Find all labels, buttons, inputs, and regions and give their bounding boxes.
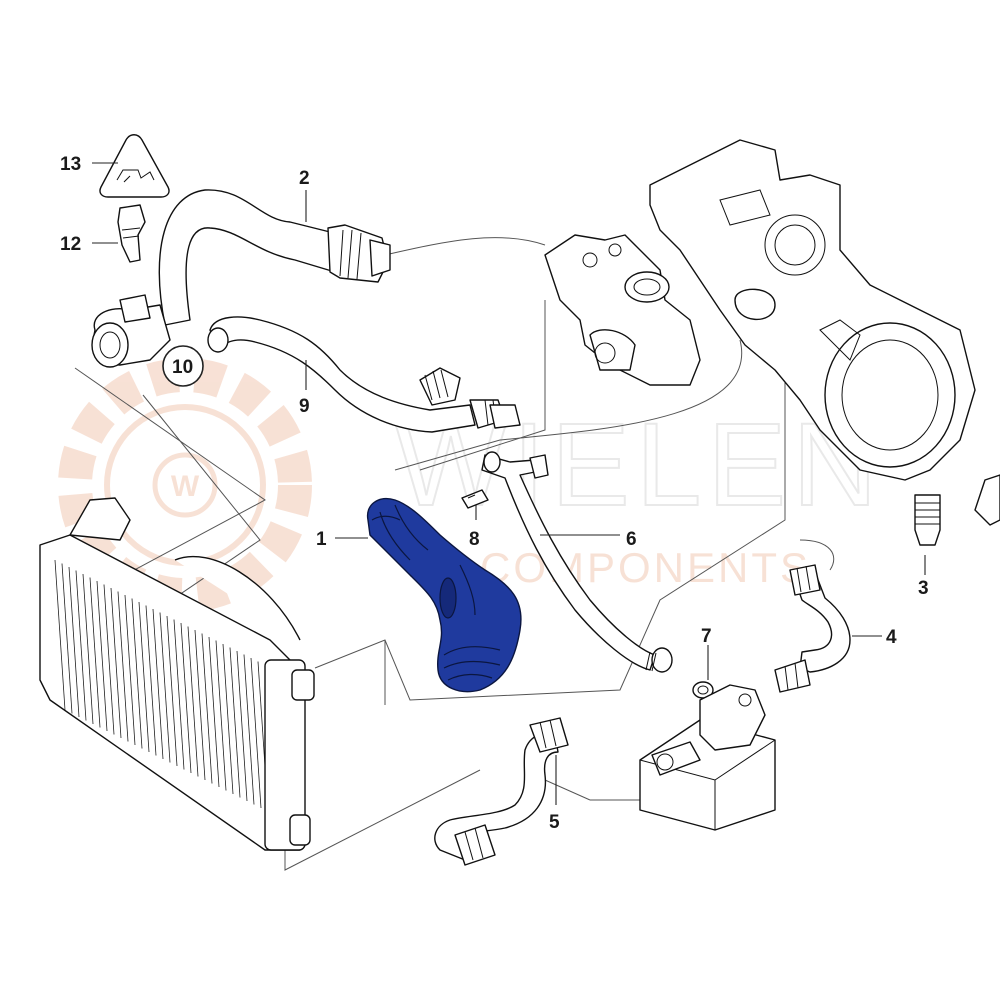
radiator-fin [222,643,234,795]
radiator-fin [145,605,157,756]
side-bracket [974,474,1000,526]
engine-front-cover [649,139,1000,526]
radiator-fin [68,566,80,718]
hose-2 [158,189,391,326]
radiator-fin [236,650,248,802]
callout-7: 7 [701,626,712,647]
watermark-logo-letter: W [171,470,200,503]
radiator-fin [54,559,66,711]
radiator-fin [215,640,227,791]
radiator-fin [96,580,108,732]
radiator-fin [117,591,129,742]
sensor-holder-flange [91,294,171,368]
callout-9: 9 [299,396,310,417]
warning-triangle-symbol [99,134,170,198]
callout-10: 10 [172,357,193,378]
radiator-fin [166,615,178,767]
radiator-fin [250,657,262,809]
radiator-fin [61,563,73,714]
callout-8: 8 [469,529,480,550]
radiator-fin [152,608,164,760]
callout-13: 13 [60,154,81,175]
bolt-8 [461,489,489,509]
watermark-subtitle: COMPONENTS [480,544,811,591]
radiator-expansion-cap [69,497,131,541]
radiator-fin [187,626,199,777]
radiator-fin [75,570,87,721]
callout-5: 5 [549,812,560,833]
radiator-fin [103,584,115,735]
callout-1: 1 [316,529,327,550]
callout-10-circle [162,345,204,387]
watermark-brand: WIELEN [395,399,883,531]
watermark: W WIELEN COMPONENTS [58,358,883,612]
leader-lines [92,162,926,805]
radiator-fin [82,573,94,725]
radiator-fin [124,594,136,746]
cover-gasket-ring [734,288,776,321]
radiator-fin [201,633,213,784]
pipe-6 [481,451,673,673]
radiator-fin [110,587,122,739]
callout-labels: 13 12 2 10 9 1 8 6 7 4 3 5 [60,154,929,833]
radiator-fin [243,654,255,805]
callout-2: 2 [299,168,310,189]
hose-9 [207,316,521,433]
radiator-fin [173,619,185,770]
radiator-fin [229,647,241,798]
callout-3: 3 [918,578,929,599]
callout-6: 6 [626,529,637,550]
radiator-fin [159,612,171,763]
radiator-fin [138,601,150,753]
hose-5 [434,717,569,866]
thermostat-housing [544,234,701,386]
radiator-fin [89,577,101,728]
callout-4: 4 [886,627,897,648]
callout-12: 12 [60,234,81,255]
radiator-fin [208,636,220,788]
hose-1-highlighted [366,498,522,693]
radiator-fin [180,622,192,774]
radiator [39,497,315,851]
plug-3 [914,494,941,546]
temperature-sensor [117,204,146,263]
heat-exchanger [639,684,776,831]
radiator-fin [194,629,206,781]
hose-4 [774,564,851,693]
radiator-fin [131,598,143,749]
